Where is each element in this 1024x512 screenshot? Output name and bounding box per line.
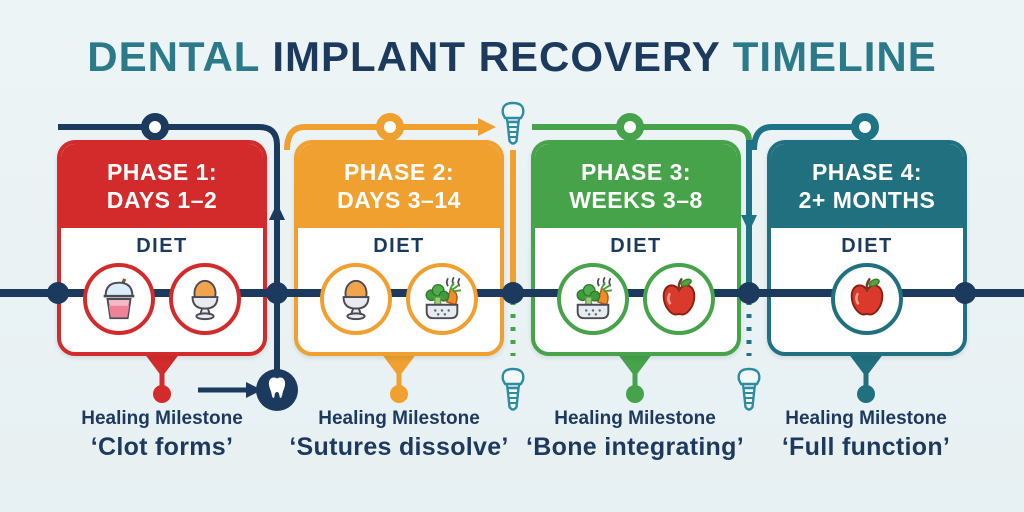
timeline-node bbox=[502, 282, 524, 304]
milestone-value: ‘Clot forms’ bbox=[90, 433, 234, 461]
milestone-value: ‘Bone integrating’ bbox=[526, 433, 744, 461]
phase-3-range: WEEKS 3–8 bbox=[569, 187, 703, 213]
apple-icon bbox=[643, 263, 715, 335]
diet-label: DIET bbox=[610, 235, 662, 257]
diet-label: DIET bbox=[136, 235, 188, 257]
phase-1-header: PHASE 1: DAYS 1–2 bbox=[61, 144, 263, 228]
implant-icon bbox=[737, 367, 761, 411]
phase-card-1: PHASE 1: DAYS 1–2 DIET bbox=[57, 140, 267, 356]
milestone-label: Healing Milestone bbox=[554, 408, 716, 429]
phase-2-range: DAYS 3–14 bbox=[337, 187, 461, 213]
milestone-phase-4: Healing Milestone ‘Full function’ bbox=[736, 408, 996, 462]
phase-2-header: PHASE 2: DAYS 3–14 bbox=[298, 144, 500, 228]
title-part-timeline: TIMELINE bbox=[732, 33, 937, 80]
milestone-label: Healing Milestone bbox=[318, 408, 480, 429]
phase-2-name: PHASE 2: bbox=[343, 158, 455, 185]
milestone-phase-3: Healing Milestone ‘Bone integrating’ bbox=[505, 408, 765, 462]
page-title: DENTAL IMPLANT RECOVERY TIMELINE bbox=[0, 33, 1024, 81]
rail-node-phase4 bbox=[851, 113, 879, 141]
smoothie-icon bbox=[83, 263, 155, 335]
boiled-egg-icon bbox=[169, 263, 241, 335]
phase-3-name: PHASE 3: bbox=[580, 158, 692, 185]
milestone-stem-phase2 bbox=[381, 353, 417, 403]
diet-label: DIET bbox=[373, 235, 425, 257]
timeline-node bbox=[738, 282, 760, 304]
milestone-label: Healing Milestone bbox=[81, 408, 243, 429]
rail-node-phase2 bbox=[376, 113, 404, 141]
timeline-node bbox=[266, 282, 288, 304]
phase-4-header: PHASE 4: 2+ MONTHS bbox=[771, 144, 963, 228]
phase-1-name: PHASE 1: bbox=[106, 158, 218, 185]
phase-card-4: PHASE 4: 2+ MONTHS DIET bbox=[767, 140, 967, 356]
phase-4-range: 2+ MONTHS bbox=[798, 187, 936, 213]
apple-icon bbox=[831, 263, 903, 335]
milestone-phase-2: Healing Milestone ‘Sutures dissolve’ bbox=[269, 408, 529, 462]
title-part-implant-recovery: IMPLANT RECOVERY bbox=[259, 33, 733, 80]
arrow-right-icon bbox=[246, 382, 262, 398]
phase-card-2: PHASE 2: DAYS 3–14 DIET bbox=[294, 140, 504, 356]
diet-label: DIET bbox=[841, 235, 893, 257]
steamed-vegetables-icon bbox=[406, 263, 478, 335]
milestone-phase-1: Healing Milestone ‘Clot forms’ bbox=[32, 408, 292, 462]
title-part-dental: DENTAL bbox=[87, 33, 260, 80]
milestone-stem-phase3 bbox=[617, 353, 653, 403]
rail-node-phase3 bbox=[616, 113, 644, 141]
milestone-stem-phase1 bbox=[144, 353, 180, 403]
arrow-up-icon bbox=[269, 203, 285, 220]
phase-1-range: DAYS 1–2 bbox=[106, 187, 218, 213]
steamed-vegetables-icon bbox=[557, 263, 629, 335]
rail-node-phase1 bbox=[141, 113, 169, 141]
rail-phase3 bbox=[532, 124, 752, 142]
phase-card-3: PHASE 3: WEEKS 3–8 DIET bbox=[531, 140, 741, 356]
phase-4-name: PHASE 4: bbox=[811, 158, 923, 185]
arrow-right-icon bbox=[478, 118, 496, 136]
tooth-icon bbox=[256, 369, 298, 411]
milestone-value: ‘Sutures dissolve’ bbox=[289, 433, 509, 461]
implant-icon bbox=[501, 367, 525, 411]
milestone-label: Healing Milestone bbox=[785, 408, 947, 429]
milestone-value: ‘Full function’ bbox=[781, 433, 951, 461]
milestone-stem-phase4 bbox=[848, 353, 884, 403]
phase-3-header: PHASE 3: WEEKS 3–8 bbox=[535, 144, 737, 228]
arrow-down-icon bbox=[741, 215, 757, 232]
boiled-egg-icon bbox=[320, 263, 392, 335]
implant-icon bbox=[501, 101, 525, 145]
